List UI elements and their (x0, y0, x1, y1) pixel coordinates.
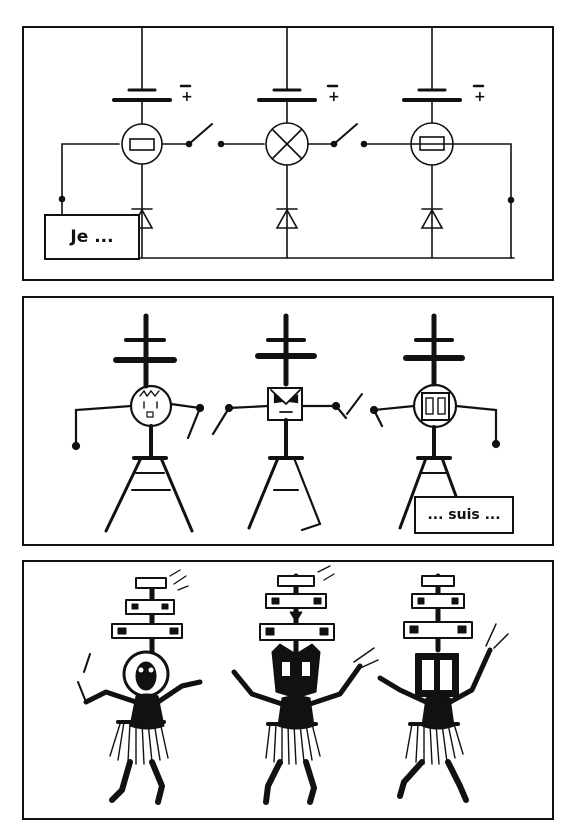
circuit-column-3: + (402, 28, 486, 259)
circuit-right-wire (413, 143, 512, 259)
svg-text:+: + (181, 89, 193, 105)
stick-figure-2 (211, 313, 363, 532)
junction-dot (507, 196, 515, 204)
caption-box: Je ... (44, 214, 140, 260)
stick-figures-drawing (71, 313, 501, 533)
comic-panel-figures: ... suis ... (22, 296, 554, 546)
masked-dancer-3 (377, 573, 509, 803)
caption-box: ... suis ... (414, 496, 514, 534)
svg-text:+: + (474, 89, 486, 105)
masked-dancer-1 (77, 569, 203, 805)
circuit-column-1: + (112, 28, 265, 259)
comic-panel-dancers (22, 560, 554, 820)
masked-dancer-2 (231, 565, 379, 805)
masked-dancers-drawing (77, 565, 509, 805)
comic-panel-circuit: + + (22, 26, 554, 281)
circuit-column-2: + (257, 28, 415, 259)
caption-text: Je ... (70, 227, 114, 247)
junction-dot (58, 195, 66, 203)
stick-figure-1 (71, 313, 205, 533)
circuit-drawing: + + (53, 28, 515, 259)
stick-figure-3 (369, 313, 501, 530)
svg-text:+: + (328, 89, 340, 105)
caption-text: ... suis ... (427, 507, 501, 523)
